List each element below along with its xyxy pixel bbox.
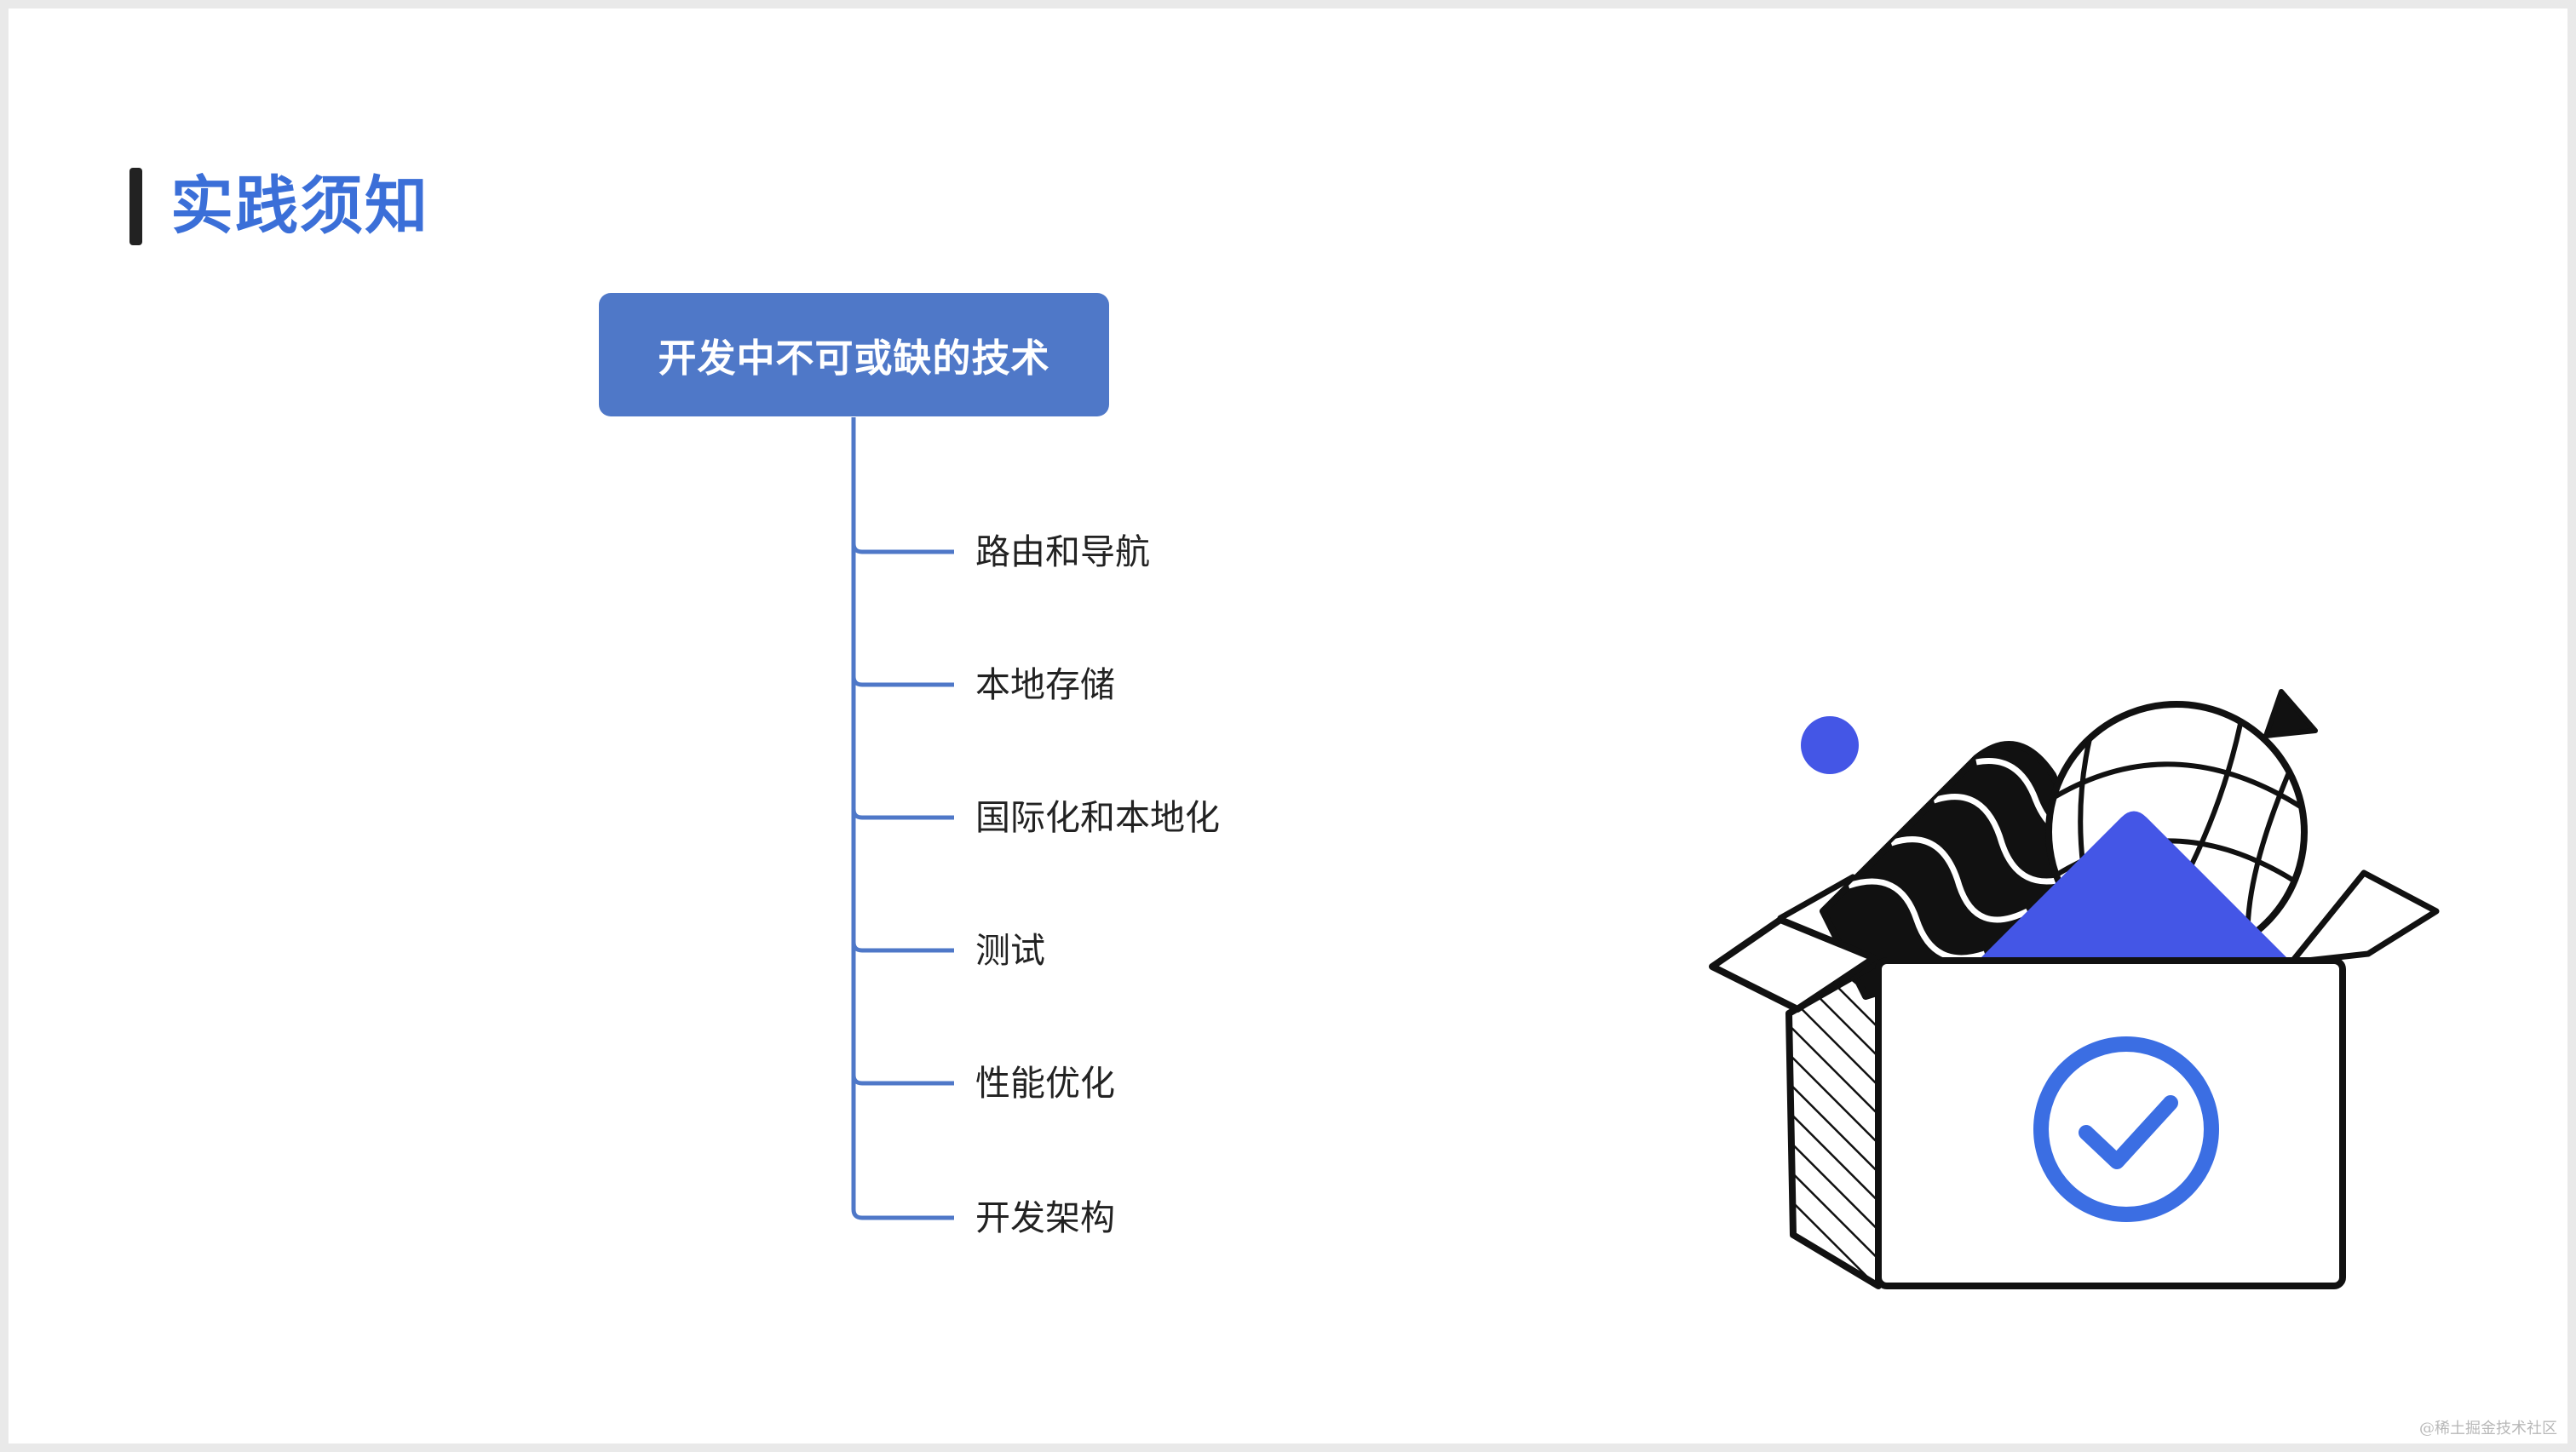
branch-performance: 性能优化 bbox=[975, 1063, 1115, 1104]
box-front bbox=[1875, 957, 2346, 1289]
dot-icon bbox=[1801, 716, 1859, 774]
slide: 实践须知 开发中不可或缺的技术 路由和导航 本地存储 国际化和本地化 测试 性能… bbox=[9, 9, 2567, 1443]
tree-trunk bbox=[851, 417, 954, 1220]
title-accent-bar bbox=[129, 168, 142, 245]
tree-branch-connector bbox=[851, 808, 954, 820]
check-circle-icon bbox=[2033, 1036, 2219, 1222]
branch-local-storage: 本地存储 bbox=[975, 664, 1115, 705]
branch-routing-navigation: 路由和导航 bbox=[975, 531, 1150, 572]
branch-i18n-l10n: 国际化和本地化 bbox=[975, 797, 1220, 838]
box-flap-left bbox=[1709, 916, 1877, 1013]
branch-testing: 测试 bbox=[975, 930, 1045, 971]
tree-connectors bbox=[851, 417, 954, 1220]
watermark: @稀土掘金技术社区 bbox=[2419, 1420, 2557, 1438]
branch-architecture: 开发架构 bbox=[975, 1197, 1115, 1238]
tree-branch-connector bbox=[851, 542, 954, 554]
page-title: 实践须知 bbox=[170, 169, 429, 243]
mindmap-root-node: 开发中不可或缺的技术 bbox=[599, 293, 1109, 416]
tree-branch-connector bbox=[851, 1074, 954, 1086]
open-box-icon bbox=[1709, 689, 2440, 1289]
box-flap-back-right bbox=[2288, 869, 2440, 966]
mindmap-root-label: 开发中不可或缺的技术 bbox=[658, 336, 1050, 381]
box-side bbox=[1785, 959, 1882, 1289]
tree-branch-connector bbox=[851, 675, 954, 687]
tree-branch-connector bbox=[851, 941, 954, 953]
triangle-icon bbox=[2263, 689, 2318, 738]
mountain-icon bbox=[1976, 811, 2291, 962]
